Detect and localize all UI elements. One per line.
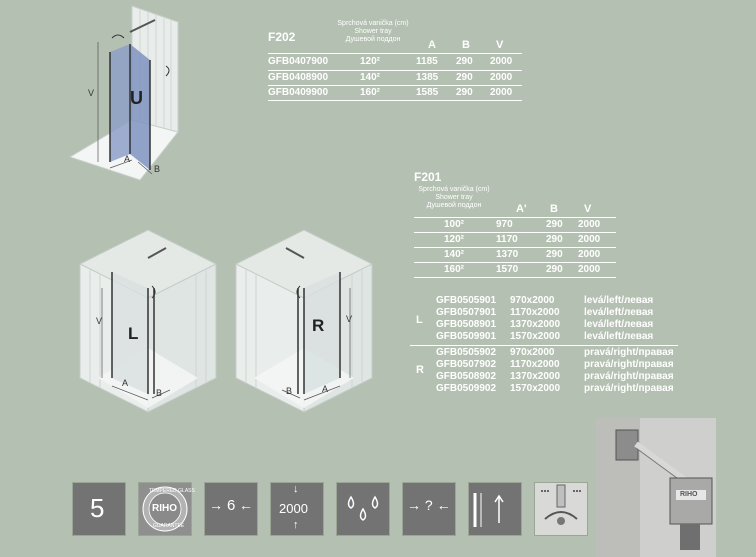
f201-title: F201	[414, 170, 442, 184]
diagram-r: R V A B	[234, 228, 374, 414]
diagram-u-letter: U	[130, 88, 143, 108]
diagram-u: U V A B	[70, 2, 200, 184]
photo-brand-label: RIHO	[680, 491, 698, 498]
group-label-right: R	[416, 364, 424, 376]
diagram-u-dim-b: B	[154, 164, 161, 174]
f201-col-v: V	[584, 203, 592, 215]
glass-thickness-icon: → 6 ←	[204, 482, 258, 536]
group-label-left: L	[416, 314, 423, 326]
f202-col-b: B	[462, 39, 470, 51]
f202-col-a: A	[428, 39, 436, 51]
f201-col-b: B	[550, 203, 558, 215]
wall-bracket-icon	[534, 482, 588, 536]
diagram-u-dim-v: V	[88, 88, 95, 98]
f202-col-v: V	[496, 39, 504, 51]
f202-title: F202	[268, 30, 296, 44]
diagram-r-dim-v: V	[346, 314, 353, 324]
diagram-l-dim-b: B	[156, 388, 163, 398]
diagram-r-dim-a: A	[322, 384, 329, 394]
diagram-u-dim-a: A	[124, 154, 131, 164]
diagram-l-letter: L	[128, 324, 139, 343]
warranty-icon: 5	[72, 482, 126, 536]
profile-arrow-icon	[468, 482, 522, 536]
f201-table: F201 Sprchová vanička (cm) Shower tray Д…	[408, 170, 620, 280]
diagram-r-letter: R	[312, 316, 325, 335]
f201-tray-header: Sprchová vanička (cm) Shower tray Душево…	[418, 186, 490, 209]
diagram-l-dim-v: V	[96, 316, 103, 326]
f201-col-a: A'	[516, 203, 527, 215]
tempered-glass-seal-icon: TEMPERED GLASS RIHO GUARANTEE	[138, 482, 195, 536]
f202-tray-header: Sprchová vanička (cm) Shower tray Душево…	[337, 20, 409, 43]
diagram-l: L V A B	[78, 228, 218, 414]
diagram-l-dim-a: A	[122, 378, 129, 388]
water-drops-icon	[336, 482, 390, 536]
height-icon: ↓ 2000 ↑	[270, 482, 324, 536]
diagram-r-dim-b: B	[286, 386, 293, 396]
bracket-photo: RIHO	[596, 418, 716, 557]
adjustment-range-icon: → ? ←	[402, 482, 456, 536]
f202-table: F202 Sprchová vanička (cm) Shower tray Д…	[268, 20, 526, 102]
